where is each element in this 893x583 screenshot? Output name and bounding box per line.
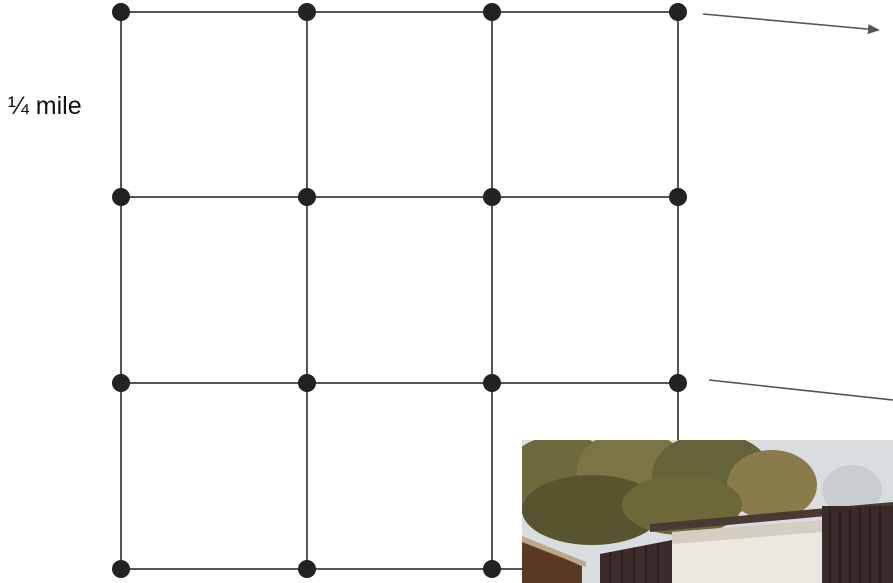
grid-node (298, 374, 316, 392)
shipping-container-photo (522, 440, 893, 583)
grid-node (112, 374, 130, 392)
leader-line-bottom (709, 380, 893, 400)
grid-node (669, 188, 687, 206)
grid-node (112, 3, 130, 21)
grid-node (669, 3, 687, 21)
grid-node (112, 188, 130, 206)
grid-node (298, 560, 316, 578)
arrow-line-top (703, 14, 878, 30)
scale-label: ¼ mile (8, 92, 82, 121)
grid-node (483, 3, 501, 21)
grid-node (669, 374, 687, 392)
grid-node (483, 374, 501, 392)
grid-node (112, 560, 130, 578)
grid-node (483, 188, 501, 206)
grid-node (298, 188, 316, 206)
grid-node (483, 560, 501, 578)
grid-node (298, 3, 316, 21)
